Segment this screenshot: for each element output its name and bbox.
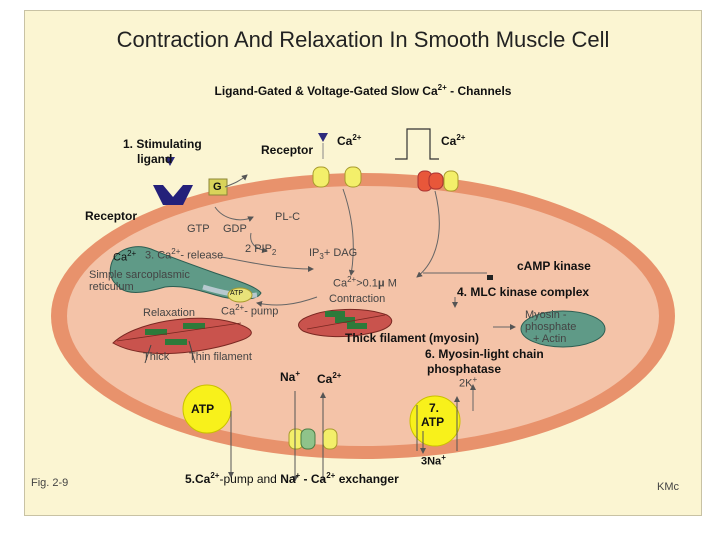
voltage-pulse-icon — [395, 128, 439, 160]
label-ca-voltage: Ca2+ — [441, 133, 466, 148]
label-pip2: 2 PIP2 — [245, 243, 277, 258]
page-title: Contraction And Relaxation In Smooth Mus… — [116, 27, 610, 52]
label-sr-atp: ATP — [230, 290, 244, 297]
label-thick-filament: Thick filament (myosin) — [345, 331, 480, 345]
label-myosin-1: Myosin - — [525, 309, 567, 321]
page-subtitle: Ligand-Gated & Voltage-Gated Slow Ca2+ -… — [214, 83, 512, 98]
camp-kinase-icon — [487, 275, 493, 280]
label-gtp: GTP — [187, 223, 210, 235]
label-sr-1: Simple sarcoplasmic — [89, 269, 190, 281]
figure-number: Fig. 2-9 — [31, 477, 69, 489]
label-myosin-3: + Actin — [533, 333, 567, 345]
label-relaxation: Relaxation — [143, 307, 195, 319]
label-ca-pump: Ca2+- pump — [221, 303, 279, 318]
receptor-icon — [153, 185, 193, 205]
label-mlc-phosphatase-2: phosphatase — [427, 362, 502, 376]
slide-frame: Contraction And Relaxation In Smooth Mus… — [24, 10, 702, 516]
ligand-gated-channel — [312, 166, 362, 188]
contracted-muscle-fibre — [298, 308, 393, 338]
label-g-protein: G — [213, 181, 222, 193]
label-camp-kinase: cAMP kinase — [517, 259, 591, 273]
myosin-phosphate-complex — [520, 310, 606, 348]
author-credit: KMc — [657, 481, 679, 493]
label-sr-2: reticulum — [89, 281, 134, 293]
label-thin-filament: Thin filament — [189, 351, 252, 363]
relaxed-muscle-fibre — [112, 317, 252, 364]
atp-pump-left — [182, 384, 232, 434]
label-myosin-2: phosphate — [525, 321, 577, 333]
label-plc: PL-C — [275, 211, 301, 223]
label-ca-ligand: Ca2+ — [337, 133, 362, 148]
label-ca-threshold: Ca2+>0.1μ M — [333, 275, 397, 290]
label-atp-left: ATP — [191, 402, 215, 416]
label-sr-ca: Ca2+ — [113, 249, 137, 264]
label-stimulating-ligand: 1. Stimulating — [123, 137, 202, 151]
na-ca-exchanger — [288, 428, 338, 450]
label-receptor-left: Receptor — [85, 209, 138, 223]
label-mlc-phosphatase-1: 6. Myosin-light chain — [425, 347, 544, 361]
cell-diagram — [51, 128, 675, 482]
label-atp-right: ATP — [421, 415, 445, 429]
voltage-gated-channel — [417, 170, 459, 192]
label-ca-release: 3. Ca2+- release — [145, 247, 224, 262]
label-na-top: Na+ — [280, 369, 301, 384]
label-receptor-top: Receptor — [261, 143, 314, 157]
label-3na: 3Na+ — [421, 453, 446, 468]
label-gdp: GDP — [223, 223, 247, 235]
g-protein — [208, 178, 228, 196]
label-step7: 7. — [429, 401, 440, 415]
label-contraction: Contraction — [329, 293, 386, 305]
ligand-triangle-icon — [318, 133, 328, 142]
label-mlc-kinase: 4. MLC kinase complex — [457, 285, 590, 299]
label-ip3-dag: IP3+ DAG — [309, 247, 358, 262]
label-ligand: ligand — [137, 152, 173, 166]
label-thick: Thick — [143, 351, 170, 363]
label-step5: 5.Ca2+-pump and Na+ - Ca2+ exchanger — [185, 471, 399, 486]
ligand-triangle-icon — [165, 157, 175, 166]
sr-atp-pump — [227, 287, 253, 303]
label-2k: 2K+ — [459, 375, 478, 390]
label-ca-exchanger-top: Ca2+ — [317, 371, 342, 386]
